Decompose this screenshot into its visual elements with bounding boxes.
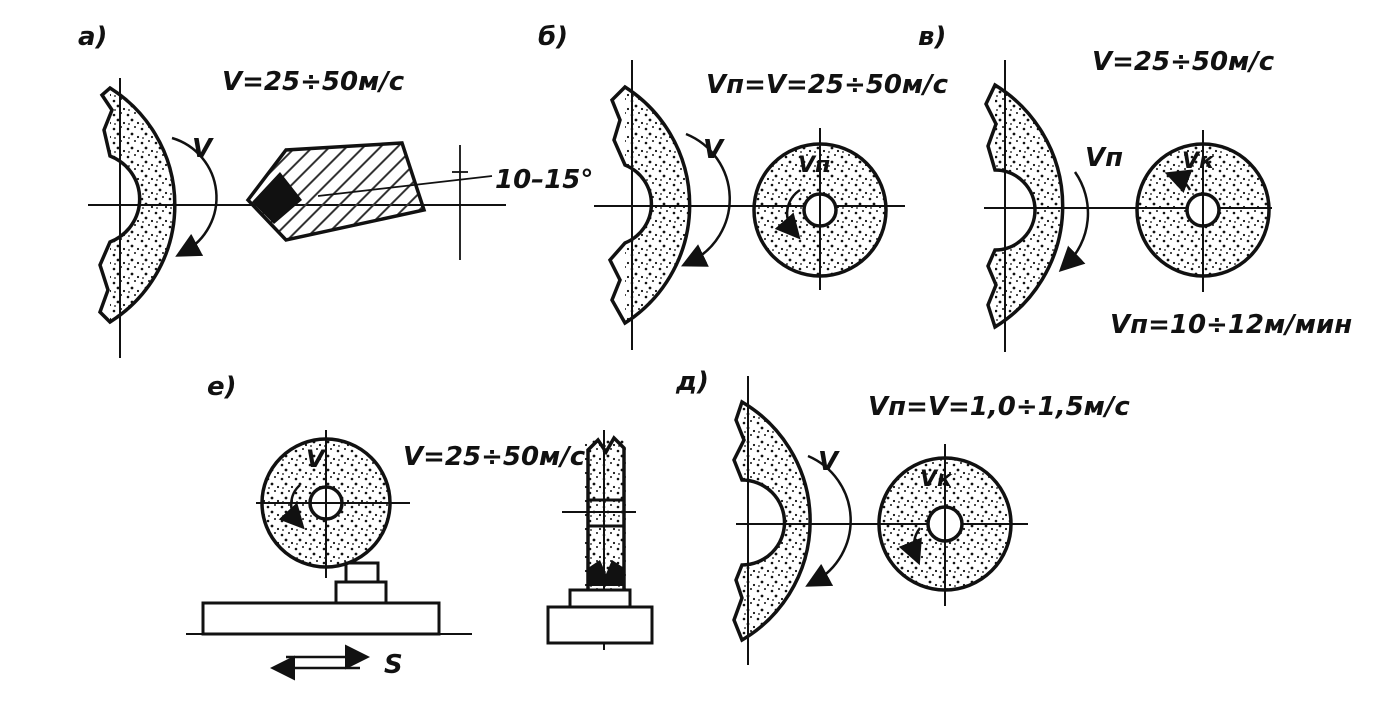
panel-a: а) V=25÷50м/с V 10–15° bbox=[78, 22, 593, 358]
panel-e-holder-base bbox=[334, 580, 388, 605]
panel-d-grinding-wheel bbox=[732, 399, 812, 643]
panel-v-roller-arrow bbox=[1164, 169, 1193, 193]
panel-v-letter: в) bbox=[918, 22, 946, 52]
panel-b-letter: б) bbox=[538, 22, 568, 52]
panel-e-machine-table bbox=[201, 601, 441, 636]
panel-a-angle-line-upper bbox=[317, 175, 493, 197]
panel-a-speed-label: V=25÷50м/с bbox=[222, 67, 405, 97]
panel-a-angle-label: 10–15° bbox=[495, 165, 593, 195]
panel-e-rotation-arrow bbox=[278, 484, 305, 530]
panel-v-rotation-arrow bbox=[1058, 171, 1090, 272]
panel-e-feed-label: S bbox=[384, 650, 403, 680]
panel-b-roller-arrow bbox=[774, 188, 801, 240]
panel-a-letter: а) bbox=[78, 22, 107, 52]
panel-a-dresser-tool bbox=[245, 141, 427, 242]
panel-b-wheel-speed-v: V bbox=[703, 135, 725, 165]
panel-d-speed-label: Vп=V=1,0÷1,5м/с bbox=[868, 392, 1130, 422]
panel-v: в) V=25÷50м/с Vп Vк Vп=10÷12м/мин bbox=[918, 22, 1352, 352]
panel-v-roller-speed: Vк bbox=[1182, 149, 1215, 174]
panel-d-wheel-speed-v: V bbox=[818, 447, 840, 477]
panel-d-roller-arrow bbox=[898, 527, 922, 566]
panel-a-rotation-arrow bbox=[171, 136, 218, 257]
panel-d-letter: д) bbox=[675, 367, 709, 397]
panel-d: д) Vп=V=1,0÷1,5м/с V Vк bbox=[675, 367, 1130, 665]
panel-b-rotation-arrow bbox=[680, 132, 731, 267]
panel-b-roller-speed: Vп bbox=[798, 153, 830, 178]
panel-v-roller-speed-label: Vп=10÷12м/мин bbox=[1110, 310, 1352, 340]
panel-e-wheel-speed-v: V bbox=[306, 445, 327, 473]
panel-b-speed-label: Vп=V=25÷50м/с bbox=[706, 70, 949, 100]
panel-e: е) V=25÷50м/с V S bbox=[186, 372, 654, 681]
panel-e-side-table bbox=[546, 605, 654, 645]
panel-e-speed-label: V=25÷50м/с bbox=[403, 442, 586, 472]
panel-v-speed-label: V=25÷50м/с bbox=[1092, 47, 1275, 77]
panel-d-rotation-arrow bbox=[805, 454, 852, 587]
panel-e-letter: е) bbox=[207, 372, 237, 402]
panel-d-roller-speed: Vк bbox=[920, 467, 953, 492]
panel-a-wheel-speed-v: V bbox=[192, 134, 214, 164]
panel-v-wheel-speed: Vп bbox=[1085, 143, 1123, 173]
panel-e-holder bbox=[344, 561, 380, 584]
panel-e-side-holder bbox=[568, 588, 632, 609]
panel-b: б) Vп=V=25÷50м/с V Vп bbox=[538, 22, 949, 350]
